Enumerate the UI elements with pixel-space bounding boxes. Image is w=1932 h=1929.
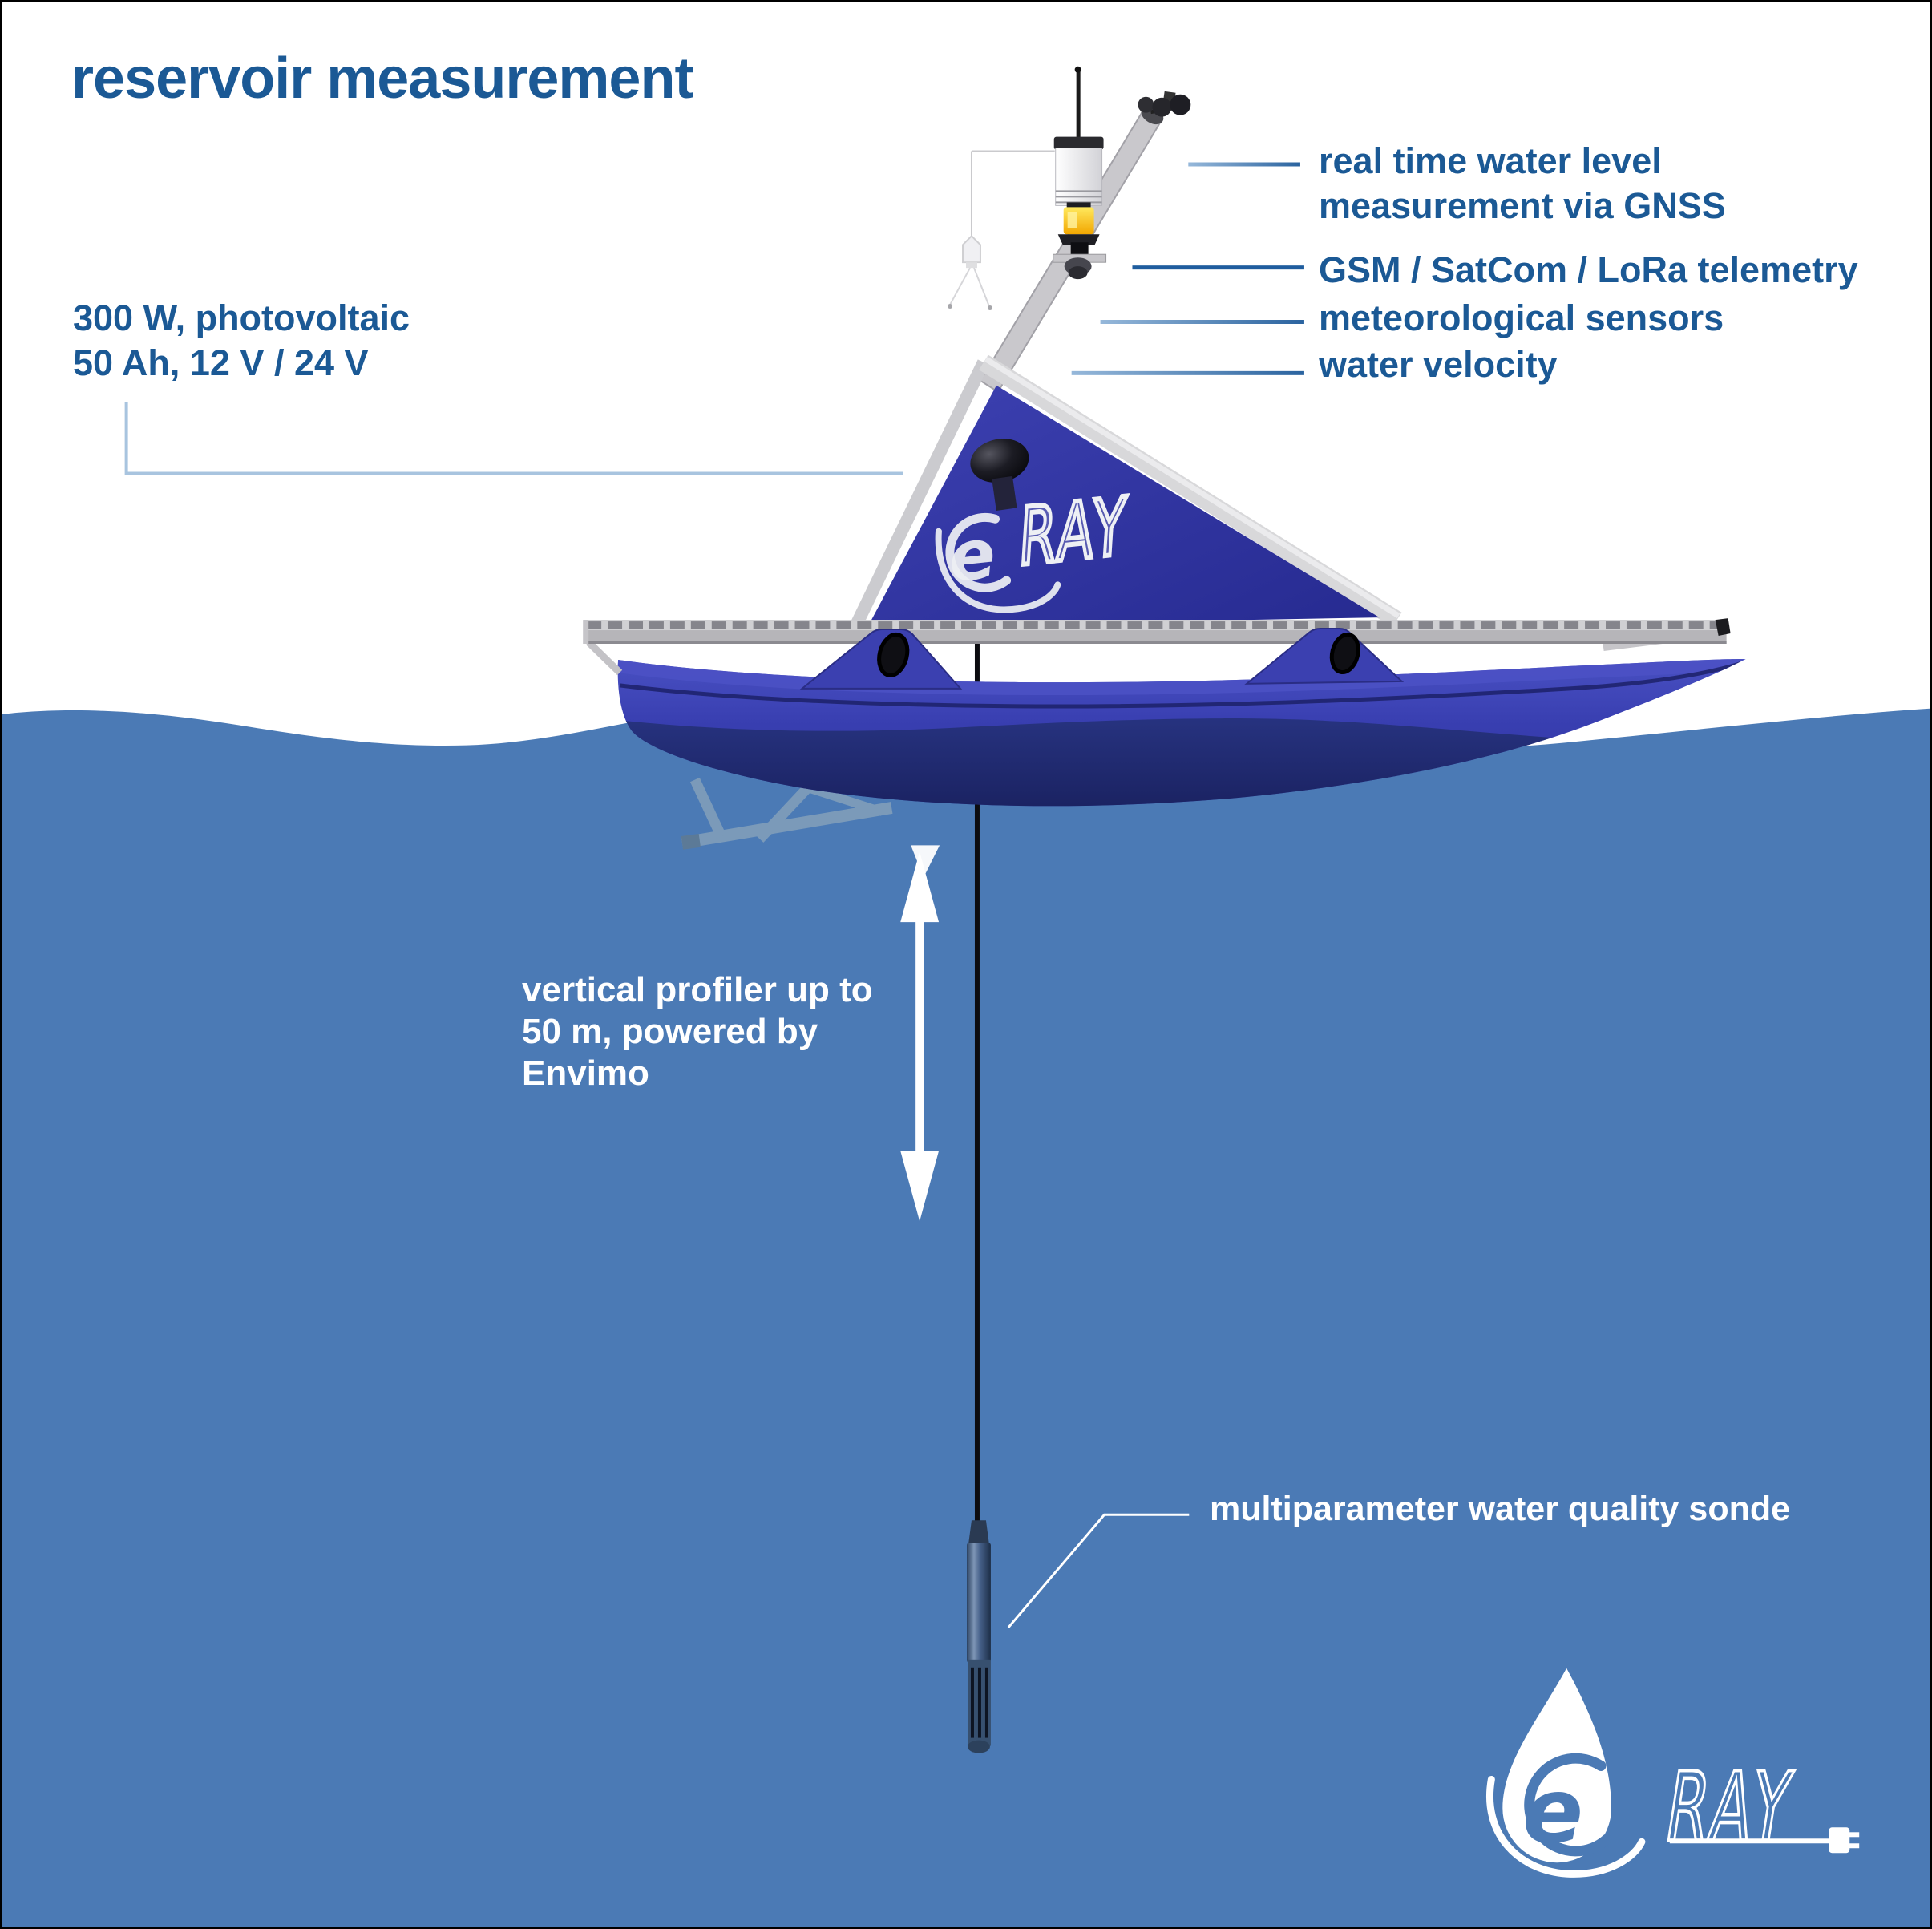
- profiler-range-arrow-icon: [900, 851, 940, 1222]
- telemetry-dome-icon: [1053, 234, 1107, 280]
- label-telemetry: GSM / SatCom / LoRa telemetry: [1319, 249, 1858, 290]
- label-meteo: meteorological sensors: [1319, 297, 1724, 338]
- leader-line-water-level: [1188, 162, 1300, 167]
- bracket-hole-right: [1329, 632, 1360, 675]
- label-power-line2: 50 Ah, 12 V / 24 V: [73, 342, 369, 383]
- sail-knob: [970, 439, 1029, 483]
- bracket-hole-left: [877, 632, 910, 677]
- label-power-line1: 300 W, photovoltaic: [73, 297, 410, 338]
- label-profiler-line2: 50 m, powered by: [522, 1012, 818, 1051]
- water: [2, 705, 1930, 1927]
- eray-logo: e RAY: [1486, 1668, 1860, 1878]
- label-power: 300 W, photovoltaic 50 Ah, 12 V / 24 V: [73, 296, 410, 386]
- label-water-level: real time water level measurement via GN…: [1319, 139, 1726, 228]
- profiler-winch-tip: [911, 845, 940, 878]
- leader-line-meteo: [1100, 320, 1304, 324]
- label-sonde: multiparameter water quality sonde: [1210, 1490, 1791, 1528]
- leader-line-sonde: [1007, 1513, 1190, 1628]
- leader-line-velocity: [1071, 370, 1304, 375]
- sail-panel: [847, 354, 1402, 634]
- leader-line-power: [124, 402, 903, 475]
- label-profiler-line1: vertical profiler up to: [522, 970, 873, 1009]
- corner-logo-e: e: [1522, 1759, 1583, 1863]
- water-quality-sonde: [966, 1520, 991, 1753]
- anemometer-icon: [1138, 91, 1191, 117]
- page-title: reservoir measurement: [71, 47, 693, 111]
- profiler-cable: [974, 642, 980, 1523]
- corner-logo-ray: RAY: [1659, 1751, 1802, 1862]
- gnss-antenna-icon: [1053, 66, 1104, 206]
- label-profiler-line3: Envimo: [522, 1053, 649, 1093]
- underwater-truss: [681, 777, 893, 850]
- label-profiler: vertical profiler up to 50 m, powered by…: [522, 969, 873, 1094]
- leader-line-telemetry: [1132, 265, 1304, 270]
- hull-brackets: [799, 628, 1405, 690]
- sail-logo-e: e: [944, 514, 999, 599]
- label-water-level-line1: real time water level: [1319, 140, 1662, 181]
- beacon-light-icon: [1063, 202, 1094, 235]
- sail-eray-logo: e RAY: [935, 478, 1134, 613]
- power-plug-icon: [1669, 1827, 1860, 1854]
- label-velocity: water velocity: [1319, 344, 1558, 385]
- label-water-level-line2: measurement via GNSS: [1319, 185, 1726, 226]
- solar-cells-strip: [584, 620, 1727, 631]
- met-sensor-icon: [948, 150, 1055, 311]
- solar-deck: [583, 618, 1731, 676]
- sail-logo-ray: RAY: [1017, 480, 1131, 584]
